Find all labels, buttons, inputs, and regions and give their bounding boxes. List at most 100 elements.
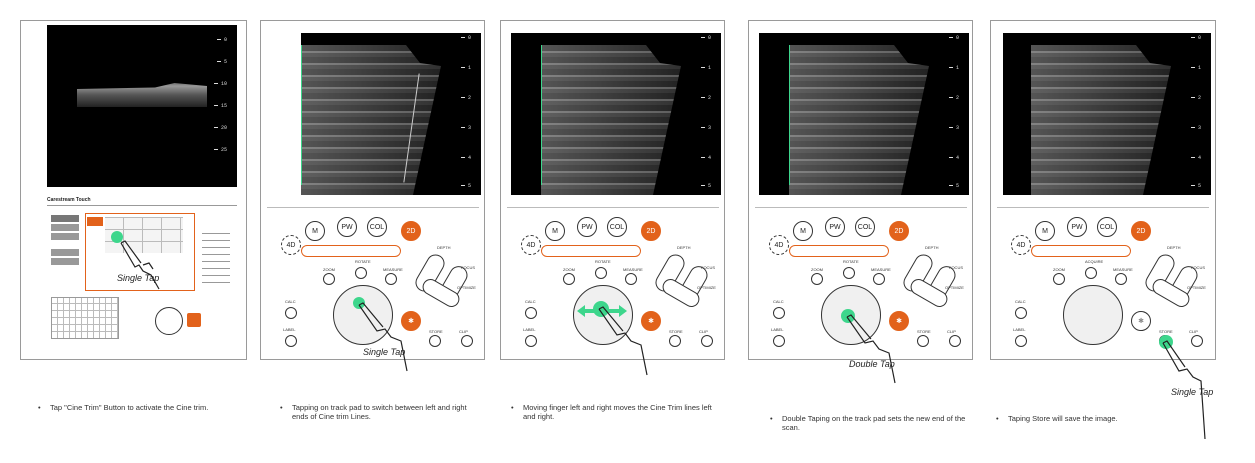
rotate-button[interactable] (355, 267, 367, 279)
ultrasound-image (301, 45, 441, 195)
zoom-label: ZOOM (323, 267, 335, 272)
scale-tick: 0 (1191, 35, 1201, 41)
m-button[interactable]: M (1035, 221, 1055, 241)
col-button[interactable]: COL (1097, 217, 1117, 237)
depth-scale: 0 1 2 3 4 5 (441, 33, 471, 195)
scale-tick: 0 (949, 35, 959, 41)
2d-button[interactable]: 2D (889, 221, 909, 241)
pw-button[interactable]: PW (337, 217, 357, 237)
preset-button[interactable] (51, 233, 79, 240)
scale-tick: 3 (701, 125, 711, 131)
zoom-button[interactable] (323, 273, 335, 285)
col-button[interactable]: COL (855, 217, 875, 237)
col-button[interactable]: COL (367, 217, 387, 237)
store-button[interactable] (669, 335, 681, 347)
scale-tick: 4 (1191, 155, 1201, 161)
label-label: LABEL (283, 327, 296, 332)
rotate-pill[interactable] (301, 245, 401, 257)
caption-1: • Tap "Cine Trim" Button to activate the… (38, 403, 250, 412)
header-bar (47, 205, 237, 206)
rotate-button[interactable] (595, 267, 607, 279)
4d-button[interactable]: 4D (1011, 235, 1031, 255)
gesture-label: Double Tap (849, 359, 895, 369)
zoom-label: ZOOM (563, 267, 575, 272)
freeze-button[interactable]: ✱ (401, 311, 421, 331)
calc-label: CALC (285, 299, 296, 304)
m-button[interactable]: M (305, 221, 325, 241)
clip-button[interactable] (701, 335, 713, 347)
clip-button[interactable] (461, 335, 473, 347)
scale-tick: 1 (949, 65, 959, 71)
rotate-label: ROTATE (595, 259, 611, 264)
label-button[interactable] (1015, 335, 1027, 347)
rotate-button[interactable] (843, 267, 855, 279)
freeze-button[interactable] (187, 313, 201, 327)
preset-button[interactable] (51, 224, 79, 231)
freeze-button[interactable]: ✱ (1131, 311, 1151, 331)
zoom-label: ZOOM (811, 267, 823, 272)
scale-tick: 4 (701, 155, 711, 161)
2d-button[interactable]: 2D (401, 221, 421, 241)
store-button[interactable] (917, 335, 929, 347)
bullet: • (511, 403, 514, 412)
cine-trim-button[interactable] (87, 217, 103, 226)
clip-button[interactable] (949, 335, 961, 347)
4d-button[interactable]: 4D (521, 235, 541, 255)
scale-tick: 4 (461, 155, 471, 161)
calc-button[interactable] (773, 307, 785, 319)
track-pad[interactable] (1063, 285, 1123, 345)
zoom-button[interactable] (1053, 273, 1065, 285)
preset-button[interactable] (51, 258, 79, 265)
2d-button[interactable]: 2D (641, 221, 661, 241)
freeze-button[interactable]: ✱ (889, 311, 909, 331)
depth-label: DEPTH (677, 245, 691, 250)
col-button[interactable]: COL (607, 217, 627, 237)
measure-button[interactable] (873, 273, 885, 285)
4d-button[interactable]: 4D (769, 235, 789, 255)
optimize-label: OPTIMIZE (945, 285, 964, 290)
preset-button[interactable] (51, 249, 79, 256)
pw-button[interactable]: PW (825, 217, 845, 237)
divider (755, 207, 967, 208)
trackball[interactable] (155, 307, 183, 335)
acquire-pill[interactable] (1031, 245, 1131, 257)
m-button[interactable]: M (545, 221, 565, 241)
scale-tick: 2 (949, 95, 959, 101)
track-pad[interactable] (333, 285, 393, 345)
store-button[interactable] (429, 335, 441, 347)
keyboard[interactable] (51, 297, 119, 339)
zoom-button[interactable] (811, 273, 823, 285)
label-button[interactable] (773, 335, 785, 347)
depth-scale: 0 1 2 3 4 5 (929, 33, 959, 195)
preset-button[interactable] (51, 215, 79, 222)
acquire-button[interactable] (1085, 267, 1097, 279)
scale-tick: 1 (1191, 65, 1201, 71)
label-button[interactable] (285, 335, 297, 347)
slider-column[interactable] (202, 227, 230, 289)
rotate-pill[interactable] (789, 245, 889, 257)
rotate-pill[interactable] (541, 245, 641, 257)
label-label: LABEL (1013, 327, 1026, 332)
measure-button[interactable] (625, 273, 637, 285)
zoom-button[interactable] (563, 273, 575, 285)
storyboard-panel-3: 0 1 2 3 4 5 4D M PW COL 2D ROTATE DEPTH … (500, 20, 725, 376)
m-button[interactable]: M (793, 221, 813, 241)
scale-tick: 3 (461, 125, 471, 131)
clip-label: CLIP (459, 329, 468, 334)
measure-button[interactable] (1115, 273, 1127, 285)
4d-button[interactable]: 4D (281, 235, 301, 255)
pw-button[interactable]: PW (577, 217, 597, 237)
pw-button[interactable]: PW (1067, 217, 1087, 237)
clip-button[interactable] (1191, 335, 1203, 347)
measure-label: MEASURE (383, 267, 403, 272)
2d-button[interactable]: 2D (1131, 221, 1151, 241)
calc-button[interactable] (525, 307, 537, 319)
gesture-label: Single Tap (117, 273, 160, 283)
scale-tick: 1 (701, 65, 711, 71)
label-button[interactable] (525, 335, 537, 347)
measure-button[interactable] (385, 273, 397, 285)
freeze-button[interactable]: ✱ (641, 311, 661, 331)
calc-button[interactable] (285, 307, 297, 319)
calc-button[interactable] (1015, 307, 1027, 319)
depth-scale: 0 5 10 15 20 25 (197, 25, 227, 187)
